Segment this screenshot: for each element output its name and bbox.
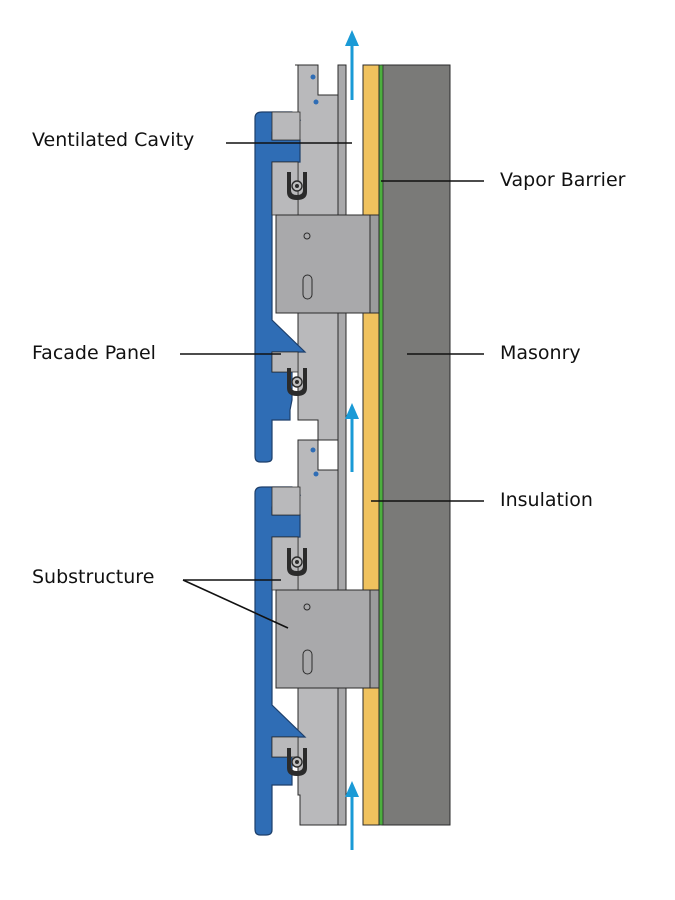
clip-bolt-3 bbox=[287, 548, 307, 576]
substructure-hook-lower-a bbox=[271, 486, 301, 516]
wall-bracket-upper bbox=[275, 214, 380, 314]
label-substructure: Substructure bbox=[32, 566, 155, 588]
vapor-barrier-layer bbox=[378, 64, 384, 826]
screw-hole bbox=[310, 74, 316, 80]
leader-line-substructure-b bbox=[182, 579, 289, 629]
label-vapor-barrier: Vapor Barrier bbox=[500, 169, 626, 191]
substructure-rail bbox=[337, 64, 347, 826]
substructure-hook-lower-c bbox=[271, 736, 299, 758]
masonry-wall bbox=[381, 64, 451, 826]
label-insulation: Insulation bbox=[500, 489, 593, 511]
substructure-hook-upper-c bbox=[271, 351, 299, 373]
label-facade-panel: Facade Panel bbox=[32, 342, 156, 364]
insulation-layer bbox=[362, 64, 380, 826]
arrow-up-icon bbox=[345, 403, 359, 472]
screw-hole bbox=[310, 447, 316, 453]
label-masonry: Masonry bbox=[500, 342, 581, 364]
label-ventilated-cavity: Ventilated Cavity bbox=[32, 129, 195, 151]
arrow-up-icon bbox=[345, 781, 359, 850]
clip-bolt-1 bbox=[287, 172, 307, 200]
substructure-hook-upper-a bbox=[271, 111, 301, 141]
arrow-up-icon bbox=[345, 30, 359, 100]
clip-bolt-2 bbox=[287, 368, 307, 396]
screw-hole bbox=[313, 99, 319, 105]
wall-bracket-lower bbox=[275, 589, 380, 689]
screw-hole bbox=[313, 471, 319, 477]
clip-bolt-4 bbox=[287, 748, 307, 776]
